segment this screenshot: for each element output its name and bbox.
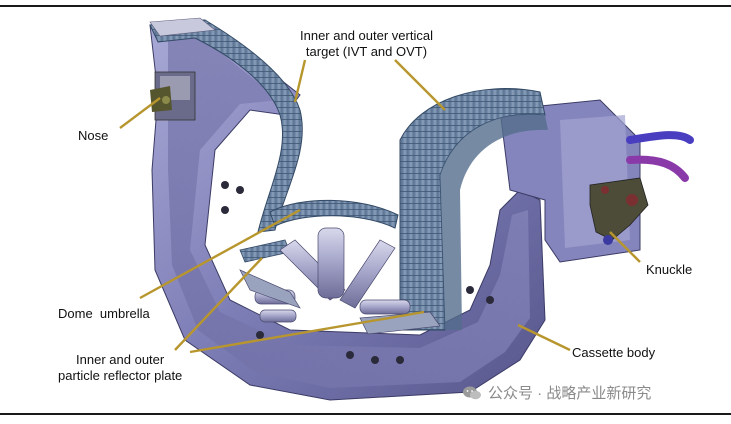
leader-prp-outer <box>189 310 425 354</box>
cassette-body-label: Cassette body <box>572 345 656 360</box>
knuckle-label: Knuckle <box>646 262 693 277</box>
leader-nose <box>119 97 161 129</box>
leader-lines <box>119 59 641 354</box>
dome-umbrella-label: Dome umbrella <box>58 306 150 321</box>
watermark: 公众号 · 战略产业新研究 <box>462 382 651 403</box>
leader-cassette <box>517 323 571 352</box>
prp-label-line1: Inner and outer <box>76 352 165 367</box>
leader-knuckle <box>609 231 641 263</box>
top-border <box>0 5 731 7</box>
outer-vertical-target <box>399 88 548 331</box>
wechat-icon <box>463 386 481 399</box>
inner-vertical-target <box>149 17 303 233</box>
nose-label: Nose <box>78 128 109 143</box>
ivt-label-line2: target (IVT and OVT) <box>305 44 428 59</box>
ivt-label-line1: Inner and outer vertical <box>300 28 433 43</box>
bottom-border <box>0 413 731 415</box>
leader-ivt-inner <box>293 59 307 103</box>
leader-dome <box>139 208 301 300</box>
nose-block <box>150 71 196 121</box>
prp-label-line2: particle reflector plate <box>58 368 183 383</box>
knuckle <box>589 177 649 245</box>
bolt-details <box>221 181 494 364</box>
ivt-ovt-label: Inner and outer vertical target (IVT and… <box>300 28 433 60</box>
leader-ivt-outer <box>394 59 446 111</box>
watermark-text: 公众号 · 战略产业新研究 <box>488 385 652 402</box>
particle-reflector-label: Inner and outer particle reflector plate <box>58 352 182 384</box>
leader-prp-inner <box>174 257 263 351</box>
coolant-pipes <box>626 131 694 182</box>
